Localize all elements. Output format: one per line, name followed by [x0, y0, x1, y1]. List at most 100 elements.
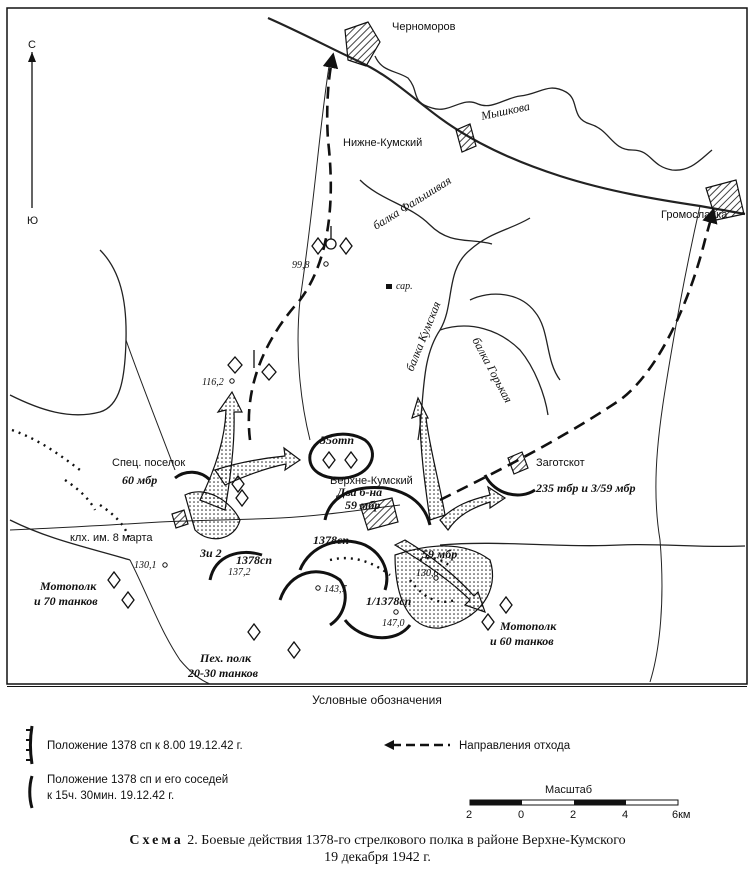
front-143-7 [278, 570, 347, 627]
height-dots [162, 261, 439, 615]
label-motopolk-60a: Мотополк [499, 619, 557, 633]
legend: Условные обозначения Положение 1378 сп к… [7, 686, 747, 825]
river-myshkova [374, 55, 713, 171]
front-1-1378 [343, 619, 412, 640]
label-pekh-polk: Пех. полк [199, 651, 252, 665]
legend-symbol-retreat [384, 740, 450, 750]
river-falshivaya [359, 179, 493, 245]
label-height-99-8: 99,8 [292, 260, 310, 271]
village-nizhne-kumsky [455, 123, 477, 153]
legend-position-15b: к 15ч. 30мин. 19.12.42 г. [47, 790, 175, 802]
ticks-west-2 [64, 479, 97, 511]
label-height-130-1: 130,1 [134, 560, 157, 571]
legend-position-15a: Положение 1378 сп и его соседей [47, 774, 229, 786]
label-59mbr-b: 59 мбр [422, 547, 457, 561]
label-motopolk-70a: Мотополк [39, 579, 97, 593]
legend-title: Условные обозначения [312, 693, 442, 707]
caption-text-b: 19 декабря 1942 г. [324, 850, 431, 865]
label-1378sp: 1378сп [313, 533, 349, 547]
village-zagotskot [507, 451, 529, 475]
scale-tick-2: 2 [570, 809, 576, 821]
label-klkh-8-marta: клх. им. 8 марта [70, 532, 153, 544]
road-southwest [129, 559, 211, 685]
label-59mbr-a: 59 мбр [345, 498, 380, 512]
enemy-tanks-116-2 [227, 350, 277, 381]
village-verkhne-kumsky [359, 497, 399, 531]
front-235tbr [483, 474, 536, 497]
label-nizhne-kumsky: Нижне-Кумский [343, 137, 422, 149]
label-balka-gorkaya: балка Горькая [469, 335, 515, 406]
legend-position-8: Положение 1378 сп к 8.00 19.12.42 г. [47, 740, 243, 752]
front-spets-poselok [174, 470, 212, 482]
river-west [9, 249, 127, 416]
label-55otp: 55отп [320, 433, 354, 447]
attack-arrow-4 [439, 485, 507, 532]
road-east [649, 205, 701, 683]
attack-arrow-2 [214, 446, 302, 486]
figure-caption: Схема 2. Боевые действия 1378-го стрелко… [0, 832, 755, 866]
village-chernomorov [344, 21, 381, 67]
label-height-137-2: 137,2 [228, 567, 251, 578]
front-verkhne-kumsky [323, 485, 432, 526]
ticks-west-1 [11, 428, 81, 471]
road-northwest [125, 339, 176, 471]
scale-tick-4: 6км [672, 809, 691, 821]
label-sar: сар. [396, 281, 413, 292]
village-8-marta [171, 509, 189, 529]
river-southwest [9, 519, 131, 561]
scale-tick-3: 4 [622, 809, 628, 821]
label-balka-kumskaya: балка Кумская [403, 299, 444, 373]
scale-title: Масштаб [545, 784, 592, 796]
label-myshkova: Мышкова [479, 99, 531, 123]
caption-text-a: 2. Боевые действия 1378-го стрелкового п… [183, 833, 626, 848]
label-1378sp-2: 1378сп [236, 553, 272, 567]
scale-tick-1: 0 [518, 809, 524, 821]
ticks-west-3 [99, 504, 132, 541]
river-gorkaya [469, 293, 561, 381]
enemy-tanks-spets [231, 474, 249, 508]
label-pekh-tanks: 20-30 танков [187, 666, 259, 680]
label-motopolk-60b: и 60 танков [490, 634, 554, 648]
river-kumskaya-branch [439, 325, 549, 416]
scale-tick-0: 2 [466, 809, 472, 821]
label-spets-poselok: Спец. поселок [112, 457, 185, 469]
label-two-battalions: Два б-на [336, 485, 382, 499]
river-kumskaya [417, 217, 531, 441]
label-chernomorov: Черноморов [392, 21, 456, 33]
label-height-130-6: 130,6 [416, 568, 439, 579]
label-height-143-7: 143,7 [324, 584, 348, 595]
label-height-147-0: 147,0 [382, 618, 405, 629]
ticks-center [329, 556, 391, 576]
label-verkhne-kumsky: Верхне-Кумский [330, 475, 413, 487]
label-height-116-2: 116,2 [202, 377, 224, 388]
attack-zone-west [184, 491, 241, 540]
legend-retreat: Направления отхода [459, 740, 571, 752]
road-north [297, 59, 331, 441]
compass-north: С [28, 39, 36, 51]
label-gromoslavka: Громославка [661, 209, 728, 221]
compass: С Ю [27, 39, 38, 227]
enemy-tanks-55otp [322, 450, 358, 470]
label-60mbr: 60 мбр [122, 473, 157, 487]
label-balka-falshivaya: балка Фальшивая [370, 173, 454, 233]
caption-prefix: Схема [129, 833, 184, 848]
railway [267, 16, 746, 216]
retreat-arrow-north [247, 52, 339, 441]
label-1-1378sp: 1/1378сп [366, 594, 412, 608]
front-55otp [308, 432, 374, 480]
front-1378-center [298, 539, 389, 591]
river-south [439, 542, 746, 548]
ticks-59mbr [419, 556, 451, 567]
enemy-tanks-60 [481, 595, 513, 632]
attack-arrow-3 [411, 396, 446, 521]
legend-symbol-position-15 [28, 775, 34, 809]
enemy-tanks-pekh [247, 622, 301, 660]
enemy-tanks-70 [107, 570, 135, 610]
sar-marker [386, 284, 392, 289]
label-235tbr: 235 тбр и 3/59 мбр [535, 481, 636, 495]
map-frame [6, 7, 748, 685]
compass-south: Ю [27, 215, 38, 227]
ticks-130-6 [409, 579, 456, 603]
attack-zone-center [394, 545, 494, 629]
label-zagotskot: Заготскот [536, 457, 585, 469]
